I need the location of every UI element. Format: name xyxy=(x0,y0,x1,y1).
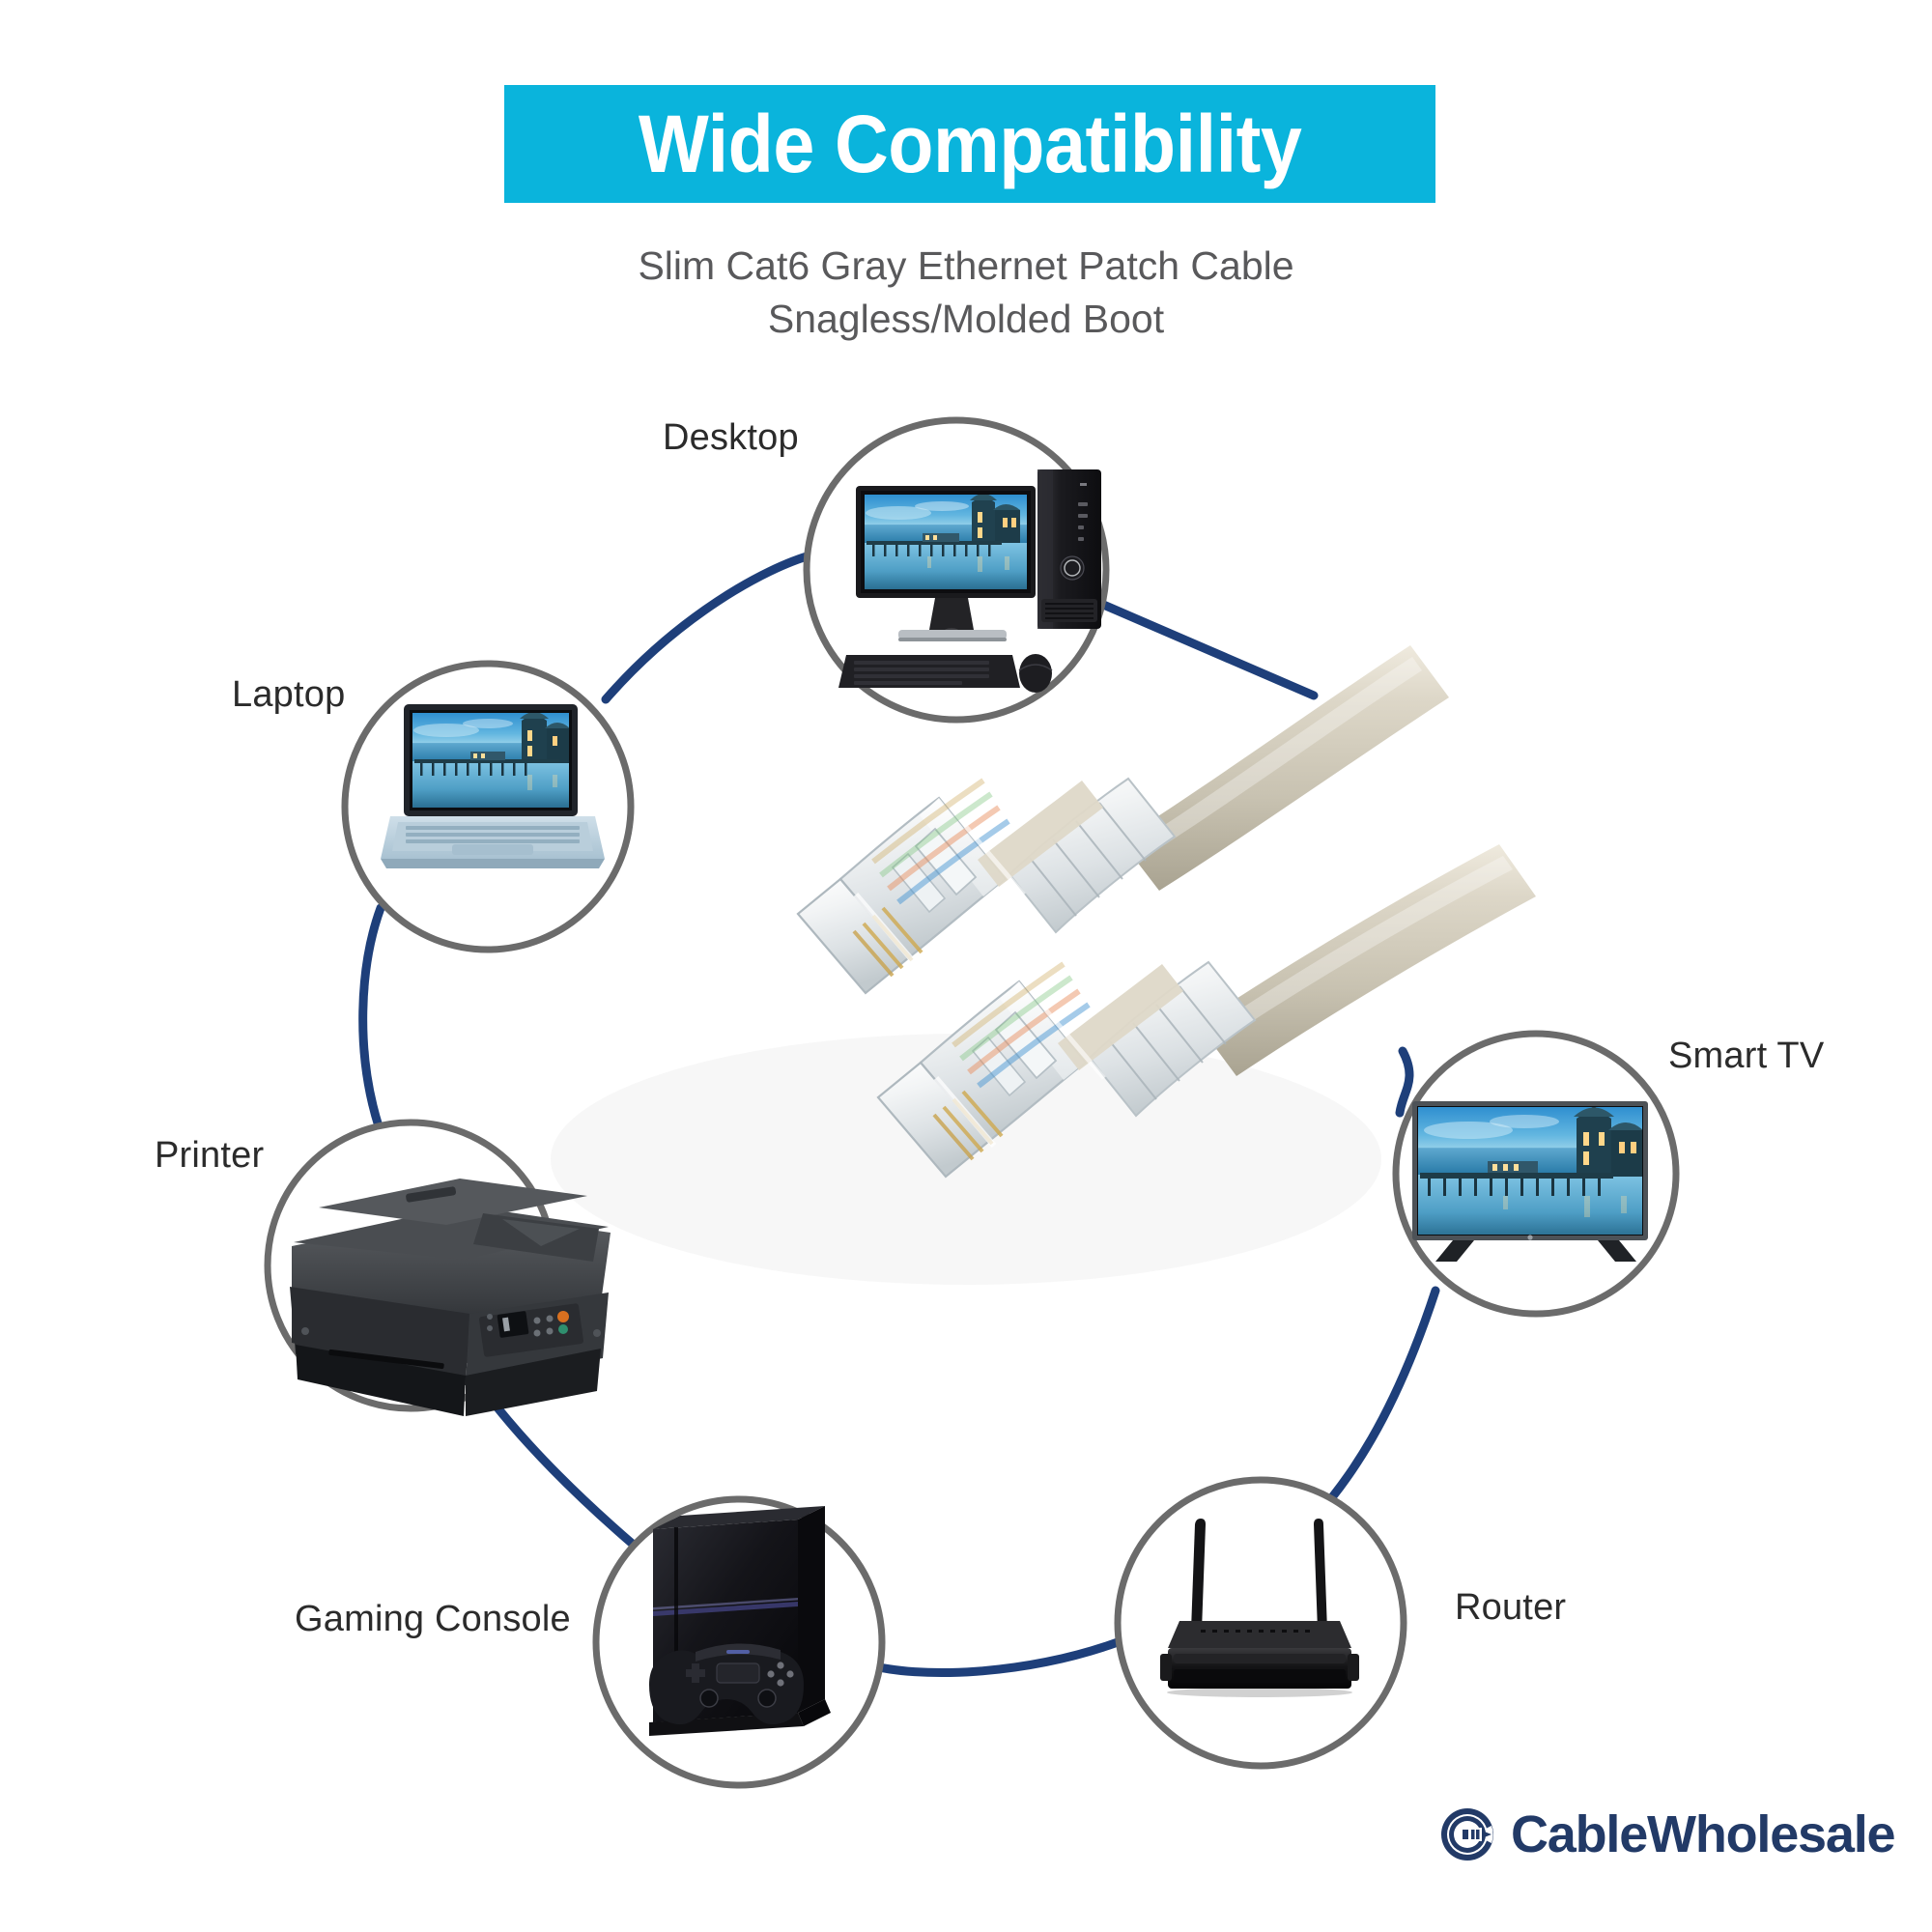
link-smarttv-top xyxy=(1395,1046,1414,1118)
rj45-plug-lower xyxy=(876,960,1257,1179)
device-node-smart-tv[interactable] xyxy=(1392,1030,1680,1318)
device-label-smart-tv: Smart TV xyxy=(1668,1036,1825,1076)
device-label-desktop: Desktop xyxy=(663,417,799,458)
game-console-icon xyxy=(649,1506,831,1736)
link-laptop-desktop xyxy=(601,550,818,704)
television-icon xyxy=(1412,1101,1648,1262)
cable-jacket-upper xyxy=(1121,645,1449,891)
device-label-printer: Printer xyxy=(155,1135,265,1176)
device-label-laptop: Laptop xyxy=(232,674,346,715)
header-banner: Wide Compatibility xyxy=(504,85,1435,203)
rj45-plug-upper xyxy=(796,777,1177,995)
link-printer-laptop xyxy=(358,903,385,1131)
printer-icon xyxy=(290,1179,611,1416)
device-node-gaming-console[interactable] xyxy=(592,1495,886,1789)
connector-lines xyxy=(358,550,1440,1678)
cablewholesale-c-logo-icon xyxy=(1440,1808,1493,1861)
game-controller-icon xyxy=(649,1643,804,1725)
printer-control-panel xyxy=(478,1303,584,1357)
link-desktop-right xyxy=(1096,599,1319,700)
laptop-icon xyxy=(381,704,605,868)
subtitle-line-1: Slim Cat6 Gray Ethernet Patch Cable xyxy=(638,243,1294,288)
desktop-computer-icon xyxy=(838,469,1101,693)
link-router-gaming xyxy=(863,1637,1122,1678)
rj45-ethernet-connectors xyxy=(796,645,1536,1179)
device-node-router[interactable] xyxy=(1114,1476,1407,1770)
product-subtitle: Slim Cat6 Gray Ethernet Patch Cable Snag… xyxy=(0,240,1932,345)
device-node-desktop[interactable] xyxy=(803,416,1110,724)
device-label-router: Router xyxy=(1455,1587,1567,1628)
device-label-gaming-console: Gaming Console xyxy=(295,1599,571,1639)
subtitle-line-2: Snagless/Molded Boot xyxy=(767,296,1165,341)
brand-logo[interactable]: CableWholesale xyxy=(1437,1804,1896,1864)
cable-jacket-lower xyxy=(1198,844,1536,1076)
page-title: Wide Compatibility xyxy=(638,99,1302,189)
device-node-laptop[interactable] xyxy=(341,660,635,953)
wifi-router-icon xyxy=(1160,1519,1359,1697)
brand-name: CableWholesale xyxy=(1511,1805,1896,1863)
device-node-printer[interactable] xyxy=(264,1119,611,1416)
